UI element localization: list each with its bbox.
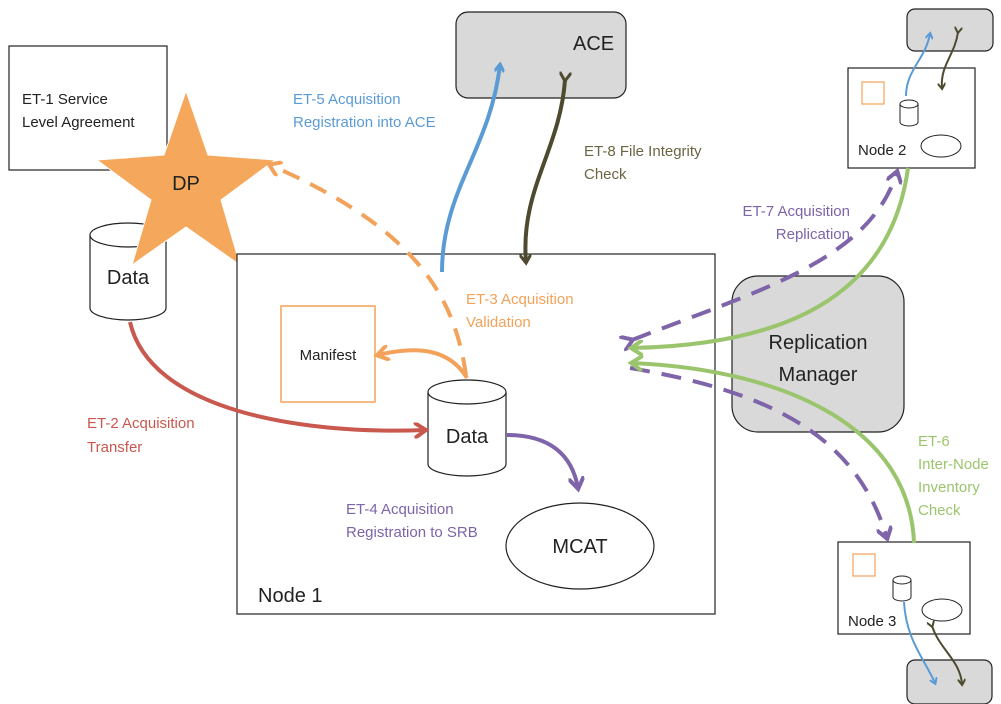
- et6-arrow-from-node3: [632, 363, 916, 544]
- manifest-box: [280, 305, 376, 403]
- mcat-ellipse: [505, 502, 655, 590]
- node3-manifest-icon: [852, 553, 876, 577]
- data-center-cylinder: [427, 379, 507, 477]
- et7-label-line2: Replication: [776, 226, 850, 243]
- node2-mcat-ellipse: [920, 134, 962, 158]
- data-left-label: Data: [107, 267, 150, 289]
- manifest-label: Manifest: [300, 347, 358, 364]
- et3-label-line2: Validation: [466, 314, 531, 331]
- et8-arrow: [525, 80, 565, 262]
- node2-manifest-icon: [861, 81, 885, 105]
- et6-label-line4: Check: [918, 502, 961, 519]
- node1-label: Node 1: [258, 585, 323, 607]
- et8-label-line1: ET-8 File Integrity: [584, 143, 702, 160]
- dp-label: DP: [172, 173, 200, 195]
- et4-arrow: [506, 433, 578, 488]
- et5-label-line2: Registration into ACE: [293, 114, 436, 131]
- et8-label-line2: Check: [584, 166, 627, 183]
- et7-label-line1: ET-7 Acquisition: [742, 203, 850, 220]
- et4-label-line1: ET-4 Acquisition: [346, 501, 454, 518]
- mcat-label: MCAT: [552, 536, 607, 558]
- node2-label: Node 2: [858, 142, 906, 159]
- node2-ace-box: [906, 8, 994, 52]
- node2-blue-arrow: [905, 34, 930, 97]
- node3-ace-box: [906, 659, 993, 704]
- ace-label: ACE: [573, 33, 614, 55]
- et6-label-line1: ET-6: [918, 433, 950, 450]
- et7-arrow-node2: [632, 172, 897, 340]
- et2-arrow: [128, 321, 425, 431]
- et5-arrow: [440, 65, 500, 273]
- node3-mcat-ellipse: [921, 598, 963, 622]
- sla-label-line2: Level Agreement: [22, 114, 135, 131]
- rm-label-line2: Manager: [779, 364, 858, 386]
- node3-data-cylinder: [892, 575, 912, 602]
- rm-label-line1: Replication: [769, 332, 868, 354]
- et4-label-line2: Registration to SRB: [346, 524, 478, 541]
- sla-box: [8, 45, 168, 171]
- dp-star: [95, 89, 277, 267]
- et2-label-line2: Transfer: [87, 439, 142, 456]
- et7-arrow-node3: [629, 366, 887, 538]
- et5-label-line1: ET-5 Acquisition: [293, 91, 401, 108]
- replication-manager-box: [731, 275, 905, 433]
- node3-label: Node 3: [848, 613, 896, 630]
- et3-label-line1: ET-3 Acquisition: [466, 291, 574, 308]
- manifest-validation-arrow: [378, 350, 469, 380]
- node2-olive-arrow: [942, 32, 958, 88]
- et6-arrow-from-node2: [632, 167, 910, 348]
- et6-label-line2: Inter-Node: [918, 456, 989, 473]
- node2-data-cylinder: [899, 99, 919, 127]
- et2-label-line1: ET-2 Acquisition: [87, 415, 195, 432]
- sla-label-line1: ET-1 Service: [22, 91, 108, 108]
- et3-dashed-arrow: [270, 165, 468, 376]
- ace-box: [455, 11, 627, 99]
- node3-olive-arrow: [932, 626, 962, 684]
- et6-label-line3: Inventory: [918, 479, 980, 496]
- data-center-label: Data: [446, 426, 489, 448]
